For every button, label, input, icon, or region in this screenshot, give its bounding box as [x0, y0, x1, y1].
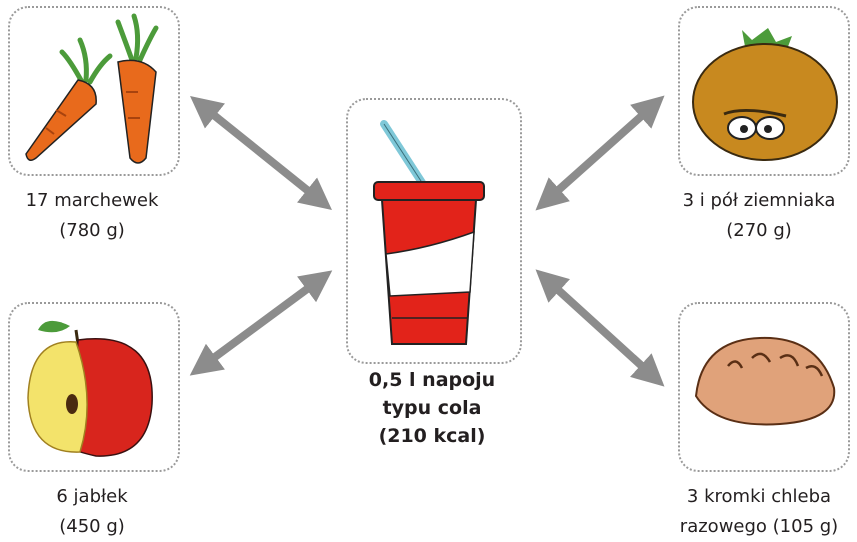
cola-label-line3: (210 kcal) — [378, 425, 486, 447]
apples-label-line2: (450 g) — [59, 516, 125, 537]
carrots-label: 17 marchewek (780 g) — [0, 186, 184, 246]
cola-label-line2: typu cola — [382, 397, 482, 419]
apples-label-line1: 6 jabłek — [56, 486, 128, 507]
arrow-apples-cola — [189, 270, 333, 376]
carrot-icon — [25, 13, 159, 164]
cola-cup-icon — [373, 120, 485, 345]
potato-label-line2: (270 g) — [726, 220, 792, 241]
bread-icon — [694, 336, 836, 426]
bread-label: 3 kromki chleba razowego (105 g) — [664, 482, 854, 542]
potato-icon — [692, 28, 838, 161]
arrow-bread-cola — [535, 269, 665, 387]
arrow-potato-cola — [535, 95, 665, 211]
apple-icon — [27, 320, 153, 457]
cola-label-line1: 0,5 l napoju — [368, 369, 496, 391]
carrots-label-line1: 17 marchewek — [25, 190, 159, 211]
carrots-label-line2: (780 g) — [59, 220, 125, 241]
potato-label: 3 i pół ziemniaka (270 g) — [664, 186, 854, 246]
bread-label-line1: 3 kromki chleba — [686, 486, 832, 507]
potato-label-line1: 3 i pół ziemniaka — [682, 190, 836, 211]
apples-label: 6 jabłek (450 g) — [0, 482, 184, 542]
arrow-carrots-cola — [190, 95, 332, 211]
bread-label-line2: razowego (105 g) — [679, 516, 839, 537]
cola-label: 0,5 l napoju typu cola (210 kcal) — [336, 366, 528, 450]
